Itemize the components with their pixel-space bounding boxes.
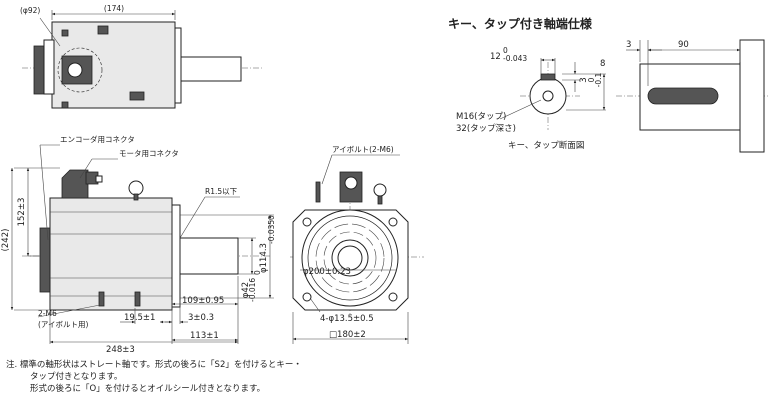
shaft-dia-42-label: φ42 [241,282,251,298]
front-eyebolt-right [373,183,387,197]
top-view: (174) (φ92) [20,4,262,109]
section-label: キー、タップ断面図 [508,140,584,151]
dim-19-5-label: 19.5±1 [124,313,155,323]
keyway [540,73,556,81]
encoder-connector [61,169,89,199]
mount-hole-tr [388,217,398,227]
tap-depth-label: 32(タップ深さ) [456,124,516,134]
motor-body-side [49,197,173,311]
key-flange [739,39,765,153]
key-depth-label: 8 [600,59,605,69]
flange-side [171,204,181,308]
key-depth-tol-lower: -0.1 [594,72,603,87]
top-diameter-label: (φ92) [20,6,40,15]
motor-connector-label: モータ用コネクタ [119,149,179,158]
tap-hole [542,90,554,102]
flange-dia-114-label: φ114.3 [259,243,269,273]
dim-113-label: 113±1 [190,331,219,341]
dim-3-label: 3±0.3 [188,313,214,323]
mount-hole-tl [302,217,312,227]
shaft-top [180,56,242,82]
height-242-label: (242) [1,229,11,252]
eyebolt-m6-label: 2-M6 [38,309,57,318]
front-view: アイボルト(2-M6) φ200±0.23 4-φ13.5±0.5 □180±2 [290,145,424,344]
mount-hole-bl [302,292,312,302]
radius-label: R1.5以下 [205,187,238,196]
key-slot [647,87,719,105]
key-width-label: 12 [490,52,501,62]
key-depth-short: 3 [579,77,589,82]
key-spec-detail: キー、タップ付き軸端仕様 12 0 -0.043 3 0 -0.1 8 M16(… [448,16,770,153]
square-label: □180±2 [329,330,366,340]
holes-label: 4-φ13.5±0.5 [320,314,374,324]
notes-block: 注. 標準の軸形状はストレート軸です。形式の後ろに「S2」を付けるとキー・ タッ… [6,359,426,395]
offset-dim-label: 3 [626,40,631,50]
encoder-connector-label: エンコーダ用コネクタ [60,134,135,144]
side-view: エンコーダ用コネクタ モータ用コネクタ R1.5以下 152±3 (242) φ… [1,134,276,355]
dim-248-label: 248±3 [106,345,135,355]
eyebolt-note-label: (アイボルト用) [38,320,89,329]
tap-label: M16(タップ) [456,112,506,122]
front-eyebolt-left [315,181,321,203]
front-eyebolt-label: アイボルト(2-M6) [332,145,394,154]
pcd-label: φ200±0.23 [303,267,351,277]
note-line-1: 注. 標準の軸形状はストレート軸です。形式の後ろに「S2」を付けるとキー・ [6,360,302,370]
note-line-3: 形式の後ろに「O」を付けるとオイルシール付きとなります。 [30,384,266,394]
flange-dia-114-tol-lower: -0.035 [267,220,276,244]
shaft-side [179,237,239,275]
note-line-2: タップ付きとなります。 [30,372,123,382]
flange-dia-114-tol-upper: 0 [267,215,276,220]
key-width-tol-lower: -0.043 [503,54,527,63]
eyebolt-side [128,180,144,196]
shaft-dia-42-tol-upper: 0 [253,270,262,275]
height-152-label: 152±3 [17,198,27,227]
key-width-tol-upper: 0 [503,46,508,55]
encoder-cover [39,227,51,293]
key-spec-title: キー、タップ付き軸端仕様 [448,16,593,31]
mount-hole-br [388,292,398,302]
shaft-dia-42-tol-lower: -0.016 [248,278,257,302]
key-depth-tol-upper: 0 [587,77,596,82]
key-length-label: 90 [678,40,689,50]
dim-109-label: 109±0.95 [182,296,224,306]
top-length-label: (174) [104,4,124,13]
